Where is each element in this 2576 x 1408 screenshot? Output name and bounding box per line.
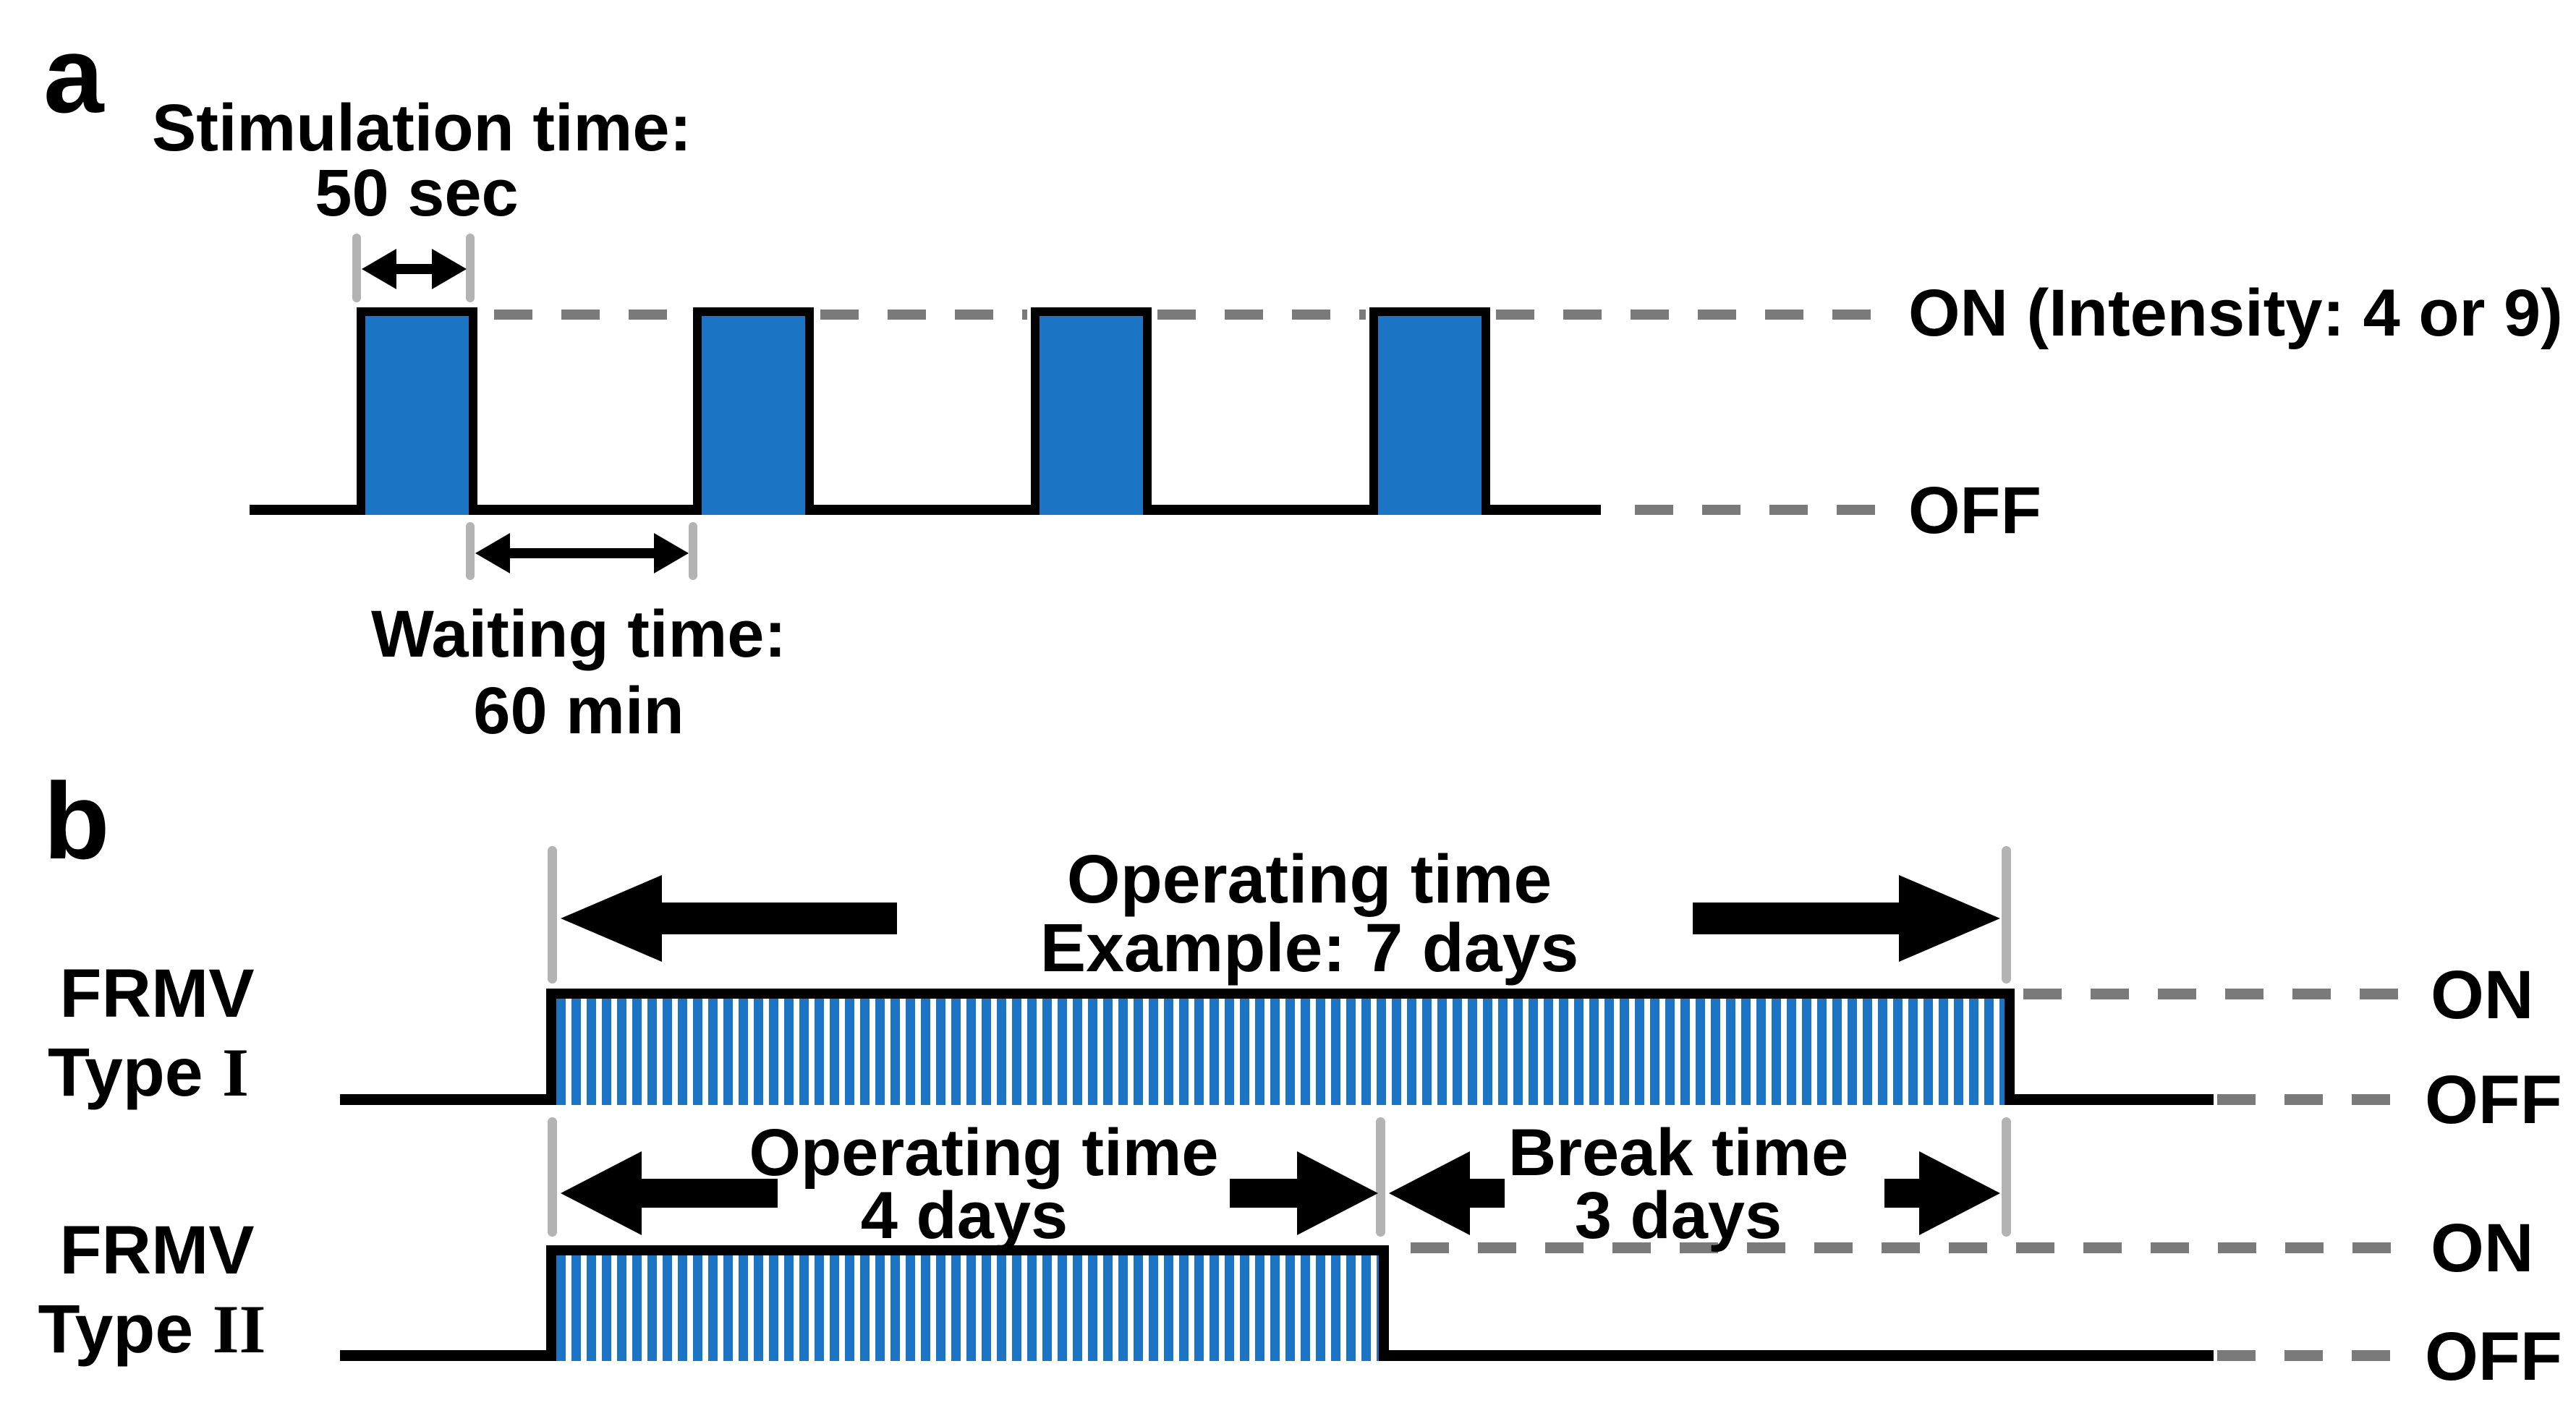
row2-off-label: OFF bbox=[2425, 1318, 2562, 1395]
panel-a-on-dash-segment bbox=[1496, 310, 1888, 320]
waiting-time-title: Waiting time: bbox=[370, 597, 787, 671]
waiting-time-value: 60 min bbox=[473, 674, 684, 748]
stimulation-pulse bbox=[1031, 307, 1152, 515]
row2-tick-right bbox=[2002, 1117, 2011, 1237]
row1-device-label: FRMV bbox=[59, 955, 255, 1032]
stimulation-time-arrow bbox=[362, 249, 467, 289]
panel-a-on-dash-segment bbox=[494, 310, 687, 320]
row2-on-dash-segment bbox=[1411, 1242, 2398, 1253]
row2-break-arrow-left bbox=[1389, 1151, 1505, 1235]
row2-type-numeral: II bbox=[212, 1291, 266, 1368]
stimulation-time-title: Stimulation time: bbox=[151, 91, 692, 165]
panel-a-off-label: OFF bbox=[1908, 474, 2041, 547]
arrowhead-left-icon bbox=[561, 875, 662, 962]
row1-type-label: Type I bbox=[48, 1037, 249, 1109]
row1-off-baseline-right bbox=[2011, 1094, 2214, 1105]
row2-off-baseline-left bbox=[340, 1350, 557, 1361]
arrowhead-right-icon bbox=[1919, 1151, 2000, 1235]
arrowhead-right-icon bbox=[1297, 1151, 1378, 1235]
panel-a-letter: a bbox=[43, 14, 104, 135]
panel-b-letter: b bbox=[43, 760, 110, 882]
row2-break-arrow-right bbox=[1884, 1151, 2000, 1235]
panel-a-on-label: ON (Intensity: 4 or 9) bbox=[1908, 276, 2563, 350]
stimulation-tick-left bbox=[352, 234, 361, 302]
arrowhead-left-icon bbox=[475, 533, 510, 573]
stimulation-pulse bbox=[1369, 307, 1490, 515]
row1-operating-arrow-left bbox=[561, 875, 897, 962]
arrowhead-left-icon bbox=[362, 249, 396, 289]
arrow-shaft bbox=[1884, 1179, 1919, 1208]
row2-device-label: FRMV bbox=[59, 1212, 255, 1289]
arrow-shaft bbox=[1693, 903, 1899, 934]
arrowhead-right-icon bbox=[654, 533, 689, 573]
row2-type-prefix: Type bbox=[38, 1291, 194, 1368]
row2-break-value: 3 days bbox=[1574, 1179, 1782, 1253]
row2-operating-value: 4 days bbox=[860, 1179, 1068, 1253]
stimulation-pulse bbox=[357, 307, 477, 515]
row1-on-dash-segment bbox=[2023, 989, 2398, 999]
row2-on-block bbox=[546, 1245, 1389, 1361]
panel-a-on-dash-segment bbox=[1157, 310, 1366, 320]
stimulation-time-value: 50 sec bbox=[315, 156, 519, 230]
row1-on-block bbox=[546, 989, 2015, 1105]
arrowhead-right-icon bbox=[1899, 875, 2000, 962]
arrow-shaft bbox=[662, 903, 897, 934]
row2-off-dash-segment bbox=[2217, 1350, 2398, 1361]
row1-tick-right bbox=[2002, 846, 2011, 984]
row2-break-title: Break time bbox=[1508, 1116, 1849, 1190]
row1-operating-arrow-right bbox=[1693, 875, 2000, 962]
arrowhead-right-icon bbox=[432, 249, 467, 289]
arrowhead-left-icon bbox=[1389, 1151, 1470, 1235]
panel-a-off-dash-segment bbox=[1635, 505, 1888, 515]
row2-tick-center bbox=[1376, 1117, 1385, 1237]
row1-on-label: ON bbox=[2431, 957, 2534, 1033]
arrowhead-left-icon bbox=[561, 1151, 642, 1235]
row2-tick-left bbox=[548, 1117, 557, 1237]
arrow-shaft bbox=[1230, 1179, 1297, 1208]
row2-operating-title: Operating time bbox=[749, 1116, 1219, 1190]
arrow-shaft bbox=[642, 1179, 778, 1208]
row1-off-label: OFF bbox=[2425, 1062, 2562, 1138]
row2-on-label: ON bbox=[2431, 1210, 2534, 1287]
row1-type-numeral: I bbox=[222, 1034, 250, 1111]
row2-operating-arrow-right bbox=[1230, 1151, 1378, 1235]
stimulation-tick-right bbox=[466, 234, 475, 302]
stimulation-pulse bbox=[693, 307, 814, 515]
waiting-tick-right bbox=[689, 522, 697, 580]
arrow-shaft bbox=[510, 548, 654, 558]
waiting-tick-left bbox=[466, 522, 475, 580]
row2-type-label: Type II bbox=[38, 1294, 265, 1365]
row1-type-prefix: Type bbox=[47, 1034, 203, 1111]
panel-a-on-dash-segment bbox=[820, 310, 1027, 320]
row2-operating-arrow-left bbox=[561, 1151, 778, 1235]
row2-off-baseline-right bbox=[1389, 1350, 2214, 1361]
row1-operating-title: Operating time bbox=[1066, 841, 1552, 918]
panel-a-off-baseline bbox=[250, 505, 1601, 515]
waiting-time-arrow bbox=[475, 533, 689, 573]
arrow-shaft bbox=[396, 264, 432, 274]
row1-off-dash-segment bbox=[2217, 1094, 2398, 1105]
row1-tick-left bbox=[548, 846, 557, 984]
arrow-shaft bbox=[1470, 1179, 1505, 1208]
row1-off-baseline-left bbox=[340, 1094, 557, 1105]
row1-operating-example: Example: 7 days bbox=[1040, 910, 1579, 986]
